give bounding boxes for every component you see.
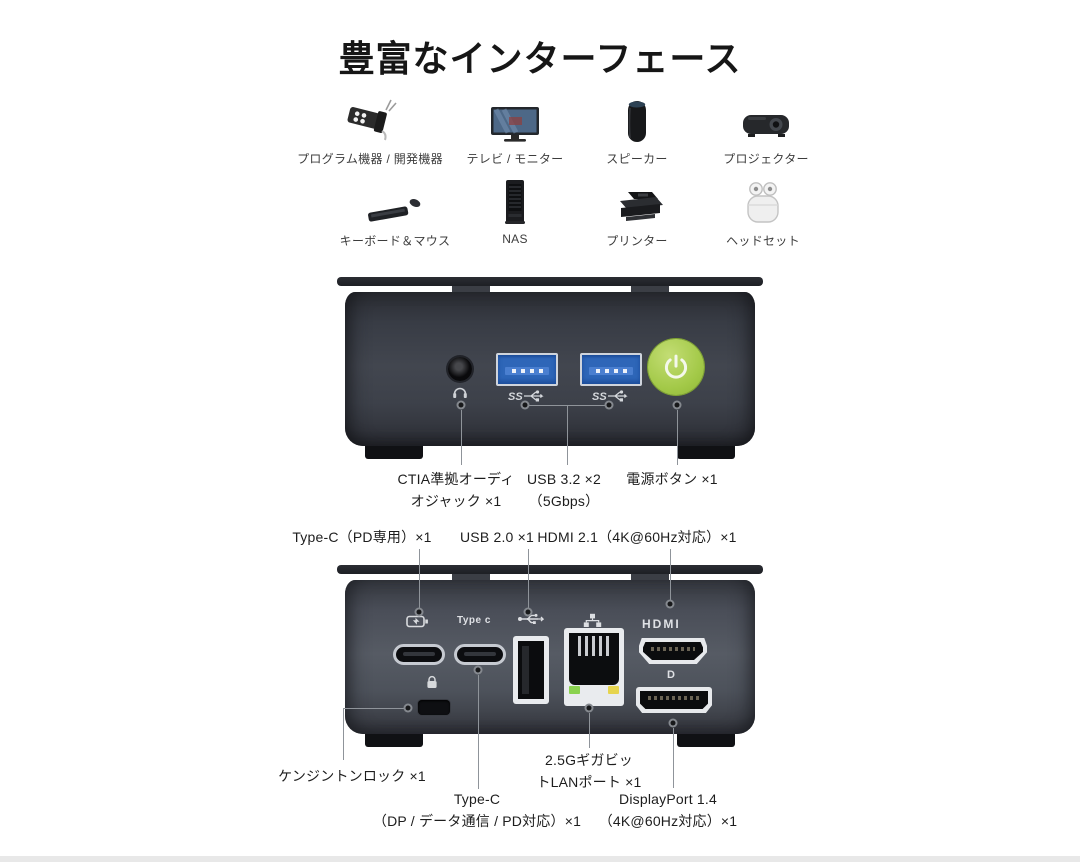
- callout-dot-usb1: [522, 402, 528, 408]
- mini-pc-back-view: Type c HDMI D: [337, 565, 763, 755]
- hdmi-marking: HDMI: [642, 617, 681, 631]
- label-power-button: 電源ボタン ×1: [626, 471, 718, 487]
- label-usb32: USB 3.2 ×2（5Gbps）: [527, 471, 601, 509]
- top-plate: [337, 565, 763, 574]
- usb2-port: [513, 636, 549, 704]
- usb-c-pd-port: [393, 644, 445, 665]
- power-icon: [664, 354, 688, 379]
- displayport-logo: D: [667, 669, 675, 681]
- mini-pc-front-view: SS SS: [337, 277, 763, 467]
- callout-dot-typec-pd: [416, 609, 422, 615]
- label-audio-jack: CTIA準拠オーディ オジャック ×1: [397, 471, 515, 509]
- label-kensington: ケンジントンロック ×1: [278, 768, 426, 784]
- usb3-port-1: [496, 353, 558, 386]
- lock-icon: [426, 675, 438, 689]
- label-lan: 2.5Gギガビッ トLANポート ×1: [536, 752, 642, 790]
- device-label: プログラム機器 / 開発機器: [297, 152, 443, 166]
- headset-icon: [673, 178, 853, 226]
- device-label: プロジェクター: [723, 152, 809, 166]
- callout-dot-lan: [586, 705, 592, 711]
- callout-dot-audio: [458, 402, 464, 408]
- device-item-printer: プリンター: [547, 178, 727, 249]
- lan-port: [564, 628, 624, 706]
- device-item-speaker: スピーカー: [547, 96, 727, 167]
- keyboard-mouse-icon: [305, 178, 485, 226]
- callout-dot-typec2: [475, 667, 481, 673]
- headphone-icon: [452, 385, 468, 399]
- projector-icon: [676, 96, 856, 144]
- callout-dot-usb2: [606, 402, 612, 408]
- page-title: 豊富なインターフェース: [338, 38, 742, 79]
- device-item-tv-monitor: テレビ / モニター: [425, 96, 605, 167]
- svg-text:SS: SS: [508, 391, 523, 403]
- smart-speaker-icon: [547, 96, 727, 144]
- device-item-headset: ヘッドセット: [673, 178, 853, 249]
- device-label: NAS: [502, 232, 528, 246]
- power-button: [648, 339, 704, 395]
- device-label: プリンター: [606, 234, 668, 248]
- usb-c-dp-data-pd-port: [454, 644, 506, 665]
- callout-dot-kensington: [405, 705, 411, 711]
- svg-text:SS: SS: [592, 391, 607, 403]
- ethernet-icon: [583, 613, 602, 628]
- device-label: キーボード＆マウス: [339, 234, 451, 248]
- top-plate: [337, 277, 763, 286]
- pd-battery-icon: [406, 614, 429, 629]
- superspeed-usb-icon: SS: [508, 389, 544, 403]
- printer-icon: [547, 178, 727, 226]
- label-usb20: USB 2.0 ×1: [460, 529, 534, 545]
- usb3-port-2: [580, 353, 642, 386]
- device-label: テレビ / モニター: [466, 152, 564, 166]
- device-item-keyboard-mouse: キーボード＆マウス: [305, 178, 485, 249]
- superspeed-usb-icon: SS: [592, 389, 628, 403]
- usb-trident-icon: [517, 611, 544, 626]
- lan-led-green: [569, 686, 580, 694]
- typec-marking: Type c: [457, 615, 491, 626]
- callout-dot-hdmi: [667, 601, 673, 607]
- hdmi-port: [639, 638, 707, 664]
- tv-monitor-icon: [425, 96, 605, 144]
- device-item-projector: プロジェクター: [676, 96, 856, 167]
- security-camera-icon: [280, 96, 460, 144]
- device-label: スピーカー: [606, 152, 668, 166]
- label-hdmi21: HDMI 2.1（4K@60Hz対応）×1: [537, 529, 737, 545]
- kensington-lock-slot: [418, 700, 450, 715]
- device-item-nas: NAS: [425, 178, 605, 246]
- label-displayport: DisplayPort 1.4 （4K@60Hz対応）×1: [598, 791, 738, 829]
- audio-jack-port: [448, 357, 472, 381]
- lan-led-yellow: [608, 686, 619, 694]
- callout-dot-power: [674, 402, 680, 408]
- device-label: ヘッドセット: [726, 234, 800, 248]
- label-typec-pd: Type-C（PD専用）×1: [292, 529, 432, 545]
- callout-dot-usb20: [525, 609, 531, 615]
- label-typec-dp-data-pd: Type-C （DP / データ通信 / PD対応）×1: [372, 791, 582, 829]
- device-item-program-equipment: プログラム機器 / 開発機器: [280, 96, 460, 167]
- nas-icon: [425, 178, 605, 226]
- callout-dot-displayport: [670, 720, 676, 726]
- bottom-edge-strip: [0, 856, 1080, 862]
- displayport-port: [636, 687, 712, 713]
